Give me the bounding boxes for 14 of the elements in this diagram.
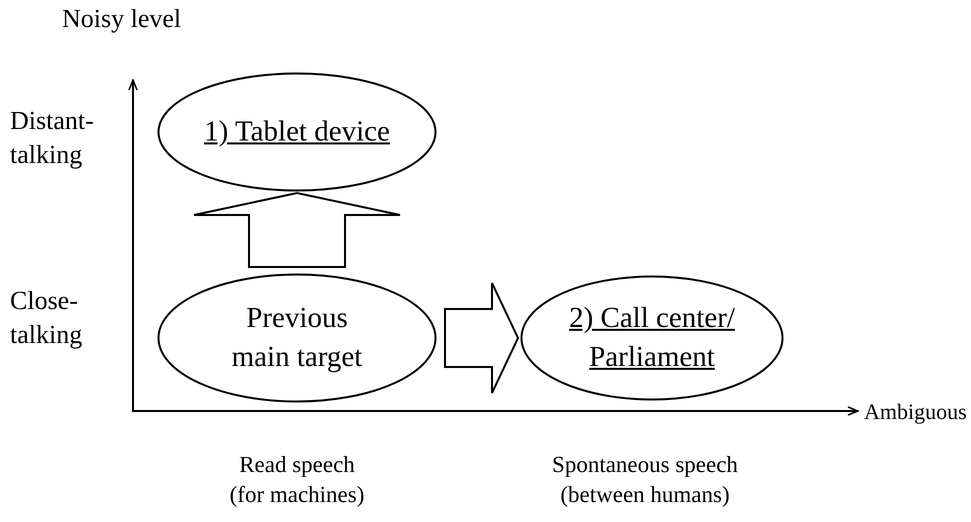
axis-tick-label: Distant-talking — [10, 105, 95, 171]
block-arrow — [444, 282, 520, 394]
axis-tick-label: Spontaneous speech (between humans) — [551, 451, 739, 509]
node-label: 2) Call center/ Parliament — [568, 300, 736, 375]
node-label: 1) Tablet device — [204, 114, 390, 150]
node-label: Previous main target — [230, 300, 364, 375]
ellipse-node — [520, 275, 784, 401]
ellipse-node — [157, 273, 437, 403]
block-arrow — [193, 192, 401, 268]
axis-title: Ambiguous — [864, 398, 968, 426]
axis-tick-label: Read speech (for machines) — [228, 451, 366, 509]
axis-title: Noisy level — [62, 3, 182, 35]
axis-tick-label: Close-talking — [10, 285, 84, 351]
ellipse-node — [157, 72, 437, 192]
